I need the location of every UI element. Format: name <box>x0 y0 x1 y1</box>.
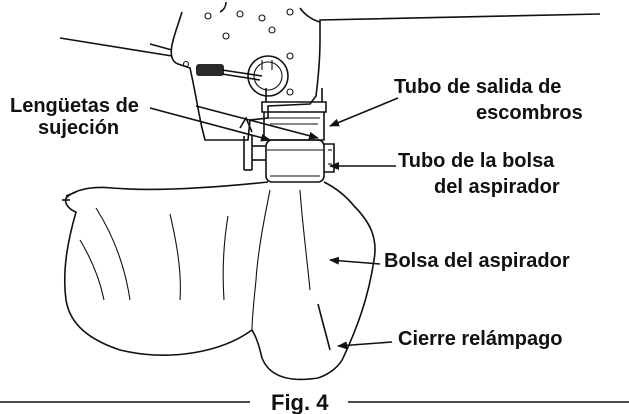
label-outlet-line2: escombros <box>476 102 583 124</box>
arrow-tabs-left <box>149 107 271 142</box>
bag-tube <box>239 116 335 183</box>
label-bagtube-line2: del aspirador <box>434 176 560 198</box>
label-bagtube-line1: Tubo de la bolsa <box>398 150 555 172</box>
handle-knob <box>196 64 263 81</box>
switch-icon <box>247 52 294 97</box>
arrow-bag <box>329 256 381 265</box>
arrow-outlet <box>329 97 399 127</box>
label-bag: Bolsa del aspirador <box>384 250 570 272</box>
blower-body <box>59 1 601 141</box>
vacuum-bag <box>62 181 376 381</box>
label-tabs-line1: Lengüetas de <box>10 95 139 117</box>
label-zipper: Cierre relámpago <box>398 328 563 350</box>
label-tabs-line2: sujeción <box>38 117 119 139</box>
figure-caption: Fig. 4 <box>271 390 329 414</box>
right-tab <box>324 143 335 173</box>
label-outlet-line1: Tubo de salida de <box>394 76 561 98</box>
arrow-zipper <box>337 341 393 350</box>
arrow-tabs-right <box>195 105 319 140</box>
left-tab <box>239 116 266 171</box>
